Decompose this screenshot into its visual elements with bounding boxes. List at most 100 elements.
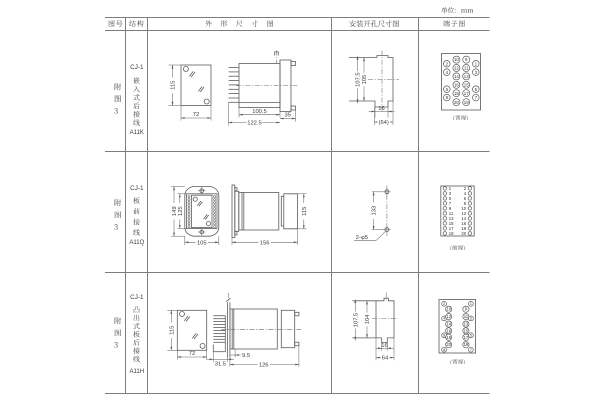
svg-text:15: 15 <box>464 328 469 333</box>
svg-text:3: 3 <box>449 191 452 196</box>
svg-text:17: 17 <box>464 91 469 96</box>
row1-mount-type <box>133 77 140 126</box>
dim-cutout-height: 105 <box>362 75 368 85</box>
row2-outline-drawing: 149 125 105 15 <box>170 184 308 246</box>
dim-body-height: 125 <box>178 206 184 216</box>
svg-text:9: 9 <box>465 57 468 62</box>
row3-outline-drawing: 115 72 <box>167 293 301 369</box>
svg-text:5: 5 <box>449 196 452 201</box>
glass-hatch-icon <box>189 71 205 93</box>
dim-cutout-width: (64) <box>379 120 389 126</box>
dim-front-height: 115 <box>169 326 175 335</box>
svg-text:7: 7 <box>449 201 452 206</box>
glass-hatch-icon <box>183 315 199 340</box>
svg-text:6: 6 <box>443 334 445 338</box>
dim-front-width: 72 <box>193 112 199 118</box>
svg-text:2: 2 <box>464 186 467 191</box>
unit-label <box>440 7 474 14</box>
svg-text:15: 15 <box>464 82 469 87</box>
svg-text:19: 19 <box>464 100 469 105</box>
svg-text:3: 3 <box>475 70 478 75</box>
svg-text:18: 18 <box>454 91 459 96</box>
svg-text:7: 7 <box>470 348 472 352</box>
svg-text:17: 17 <box>449 226 454 231</box>
svg-text:20: 20 <box>454 100 459 105</box>
svg-text:4: 4 <box>443 317 445 321</box>
dim-front-depth: 35 <box>284 112 290 118</box>
header-outline <box>205 20 274 28</box>
row1-install-drawing: 107.5 105 16 (64) <box>349 50 399 126</box>
header-structure <box>129 20 144 28</box>
svg-text:1: 1 <box>470 302 472 306</box>
svg-text:8: 8 <box>446 95 449 100</box>
row1-fig-label <box>113 83 121 114</box>
dim-plate-width: 105 <box>197 240 207 246</box>
dim-plate-height: 149 <box>172 206 178 216</box>
dim-protrusion: 31.5 <box>215 362 226 368</box>
svg-text:5: 5 <box>475 87 478 92</box>
svg-text:1: 1 <box>475 61 478 66</box>
row3-mount-type <box>133 306 140 363</box>
row3-terminal-view-label <box>450 358 465 365</box>
dim-key-slot-width: 16 <box>381 343 387 349</box>
svg-text:8: 8 <box>464 201 467 206</box>
svg-text:18: 18 <box>461 226 466 231</box>
svg-text:11: 11 <box>449 211 454 216</box>
dim-holes-callout: 2-φ5 <box>356 235 368 241</box>
svg-text:20: 20 <box>446 342 451 347</box>
svg-text:13: 13 <box>449 216 454 221</box>
glass-hatch-icon <box>196 200 210 220</box>
screw-hole-icon <box>198 186 206 195</box>
svg-text:13: 13 <box>464 74 469 79</box>
row3-install-drawing: 107.5 104 16 64 <box>352 292 398 362</box>
svg-text:10: 10 <box>461 206 466 211</box>
svg-text:10: 10 <box>446 307 451 312</box>
row1-code: A11K <box>129 129 144 136</box>
row1-model: CJ-1 <box>130 64 144 72</box>
svg-text:14: 14 <box>454 74 459 79</box>
svg-text:9: 9 <box>449 206 452 211</box>
dim-body-depth: 100.5 <box>252 109 267 115</box>
svg-text:6: 6 <box>464 196 467 201</box>
svg-text:3: 3 <box>470 317 472 321</box>
svg-text:19: 19 <box>449 231 454 236</box>
dim-body-depth: 126 <box>259 363 269 369</box>
svg-text:15: 15 <box>449 221 454 226</box>
svg-text:14: 14 <box>461 216 466 221</box>
svg-text:8: 8 <box>443 348 445 352</box>
svg-text:6: 6 <box>446 87 449 92</box>
row2-mount-type <box>133 197 140 236</box>
row2-code: A11Q <box>129 240 145 247</box>
screw-hole-icon <box>198 228 206 236</box>
mounting-hole-icon <box>383 188 391 196</box>
svg-text:14: 14 <box>446 322 451 327</box>
svg-text:2: 2 <box>443 302 445 306</box>
svg-text:16: 16 <box>454 82 459 87</box>
svg-text:11: 11 <box>464 314 469 319</box>
svg-text:12: 12 <box>461 211 466 216</box>
row2-fig-label <box>113 199 121 231</box>
svg-text:4: 4 <box>446 70 449 75</box>
dim-total-depth: 156 <box>260 240 270 246</box>
row3-model: CJ-1 <box>130 294 144 302</box>
svg-text:5: 5 <box>470 334 472 338</box>
svg-text:19: 19 <box>464 342 469 347</box>
dim-key-slot-width: 16 <box>378 106 384 112</box>
dim-panel-gap: 9.5 <box>242 353 250 359</box>
dim-cutout-outer-height: 107.5 <box>356 72 362 87</box>
svg-text:4: 4 <box>464 191 467 196</box>
terminal-strip-icon <box>187 195 216 228</box>
header-fig-no <box>108 20 123 28</box>
svg-text:20: 20 <box>461 231 466 236</box>
dim-front-height: 115 <box>171 81 177 90</box>
header-terminal <box>442 20 465 28</box>
dim-hole-spacing: 133 <box>372 206 378 216</box>
table-grid <box>105 17 490 394</box>
svg-text:9: 9 <box>465 307 468 312</box>
row3-fig-label <box>113 317 121 349</box>
svg-text:2: 2 <box>446 61 449 66</box>
